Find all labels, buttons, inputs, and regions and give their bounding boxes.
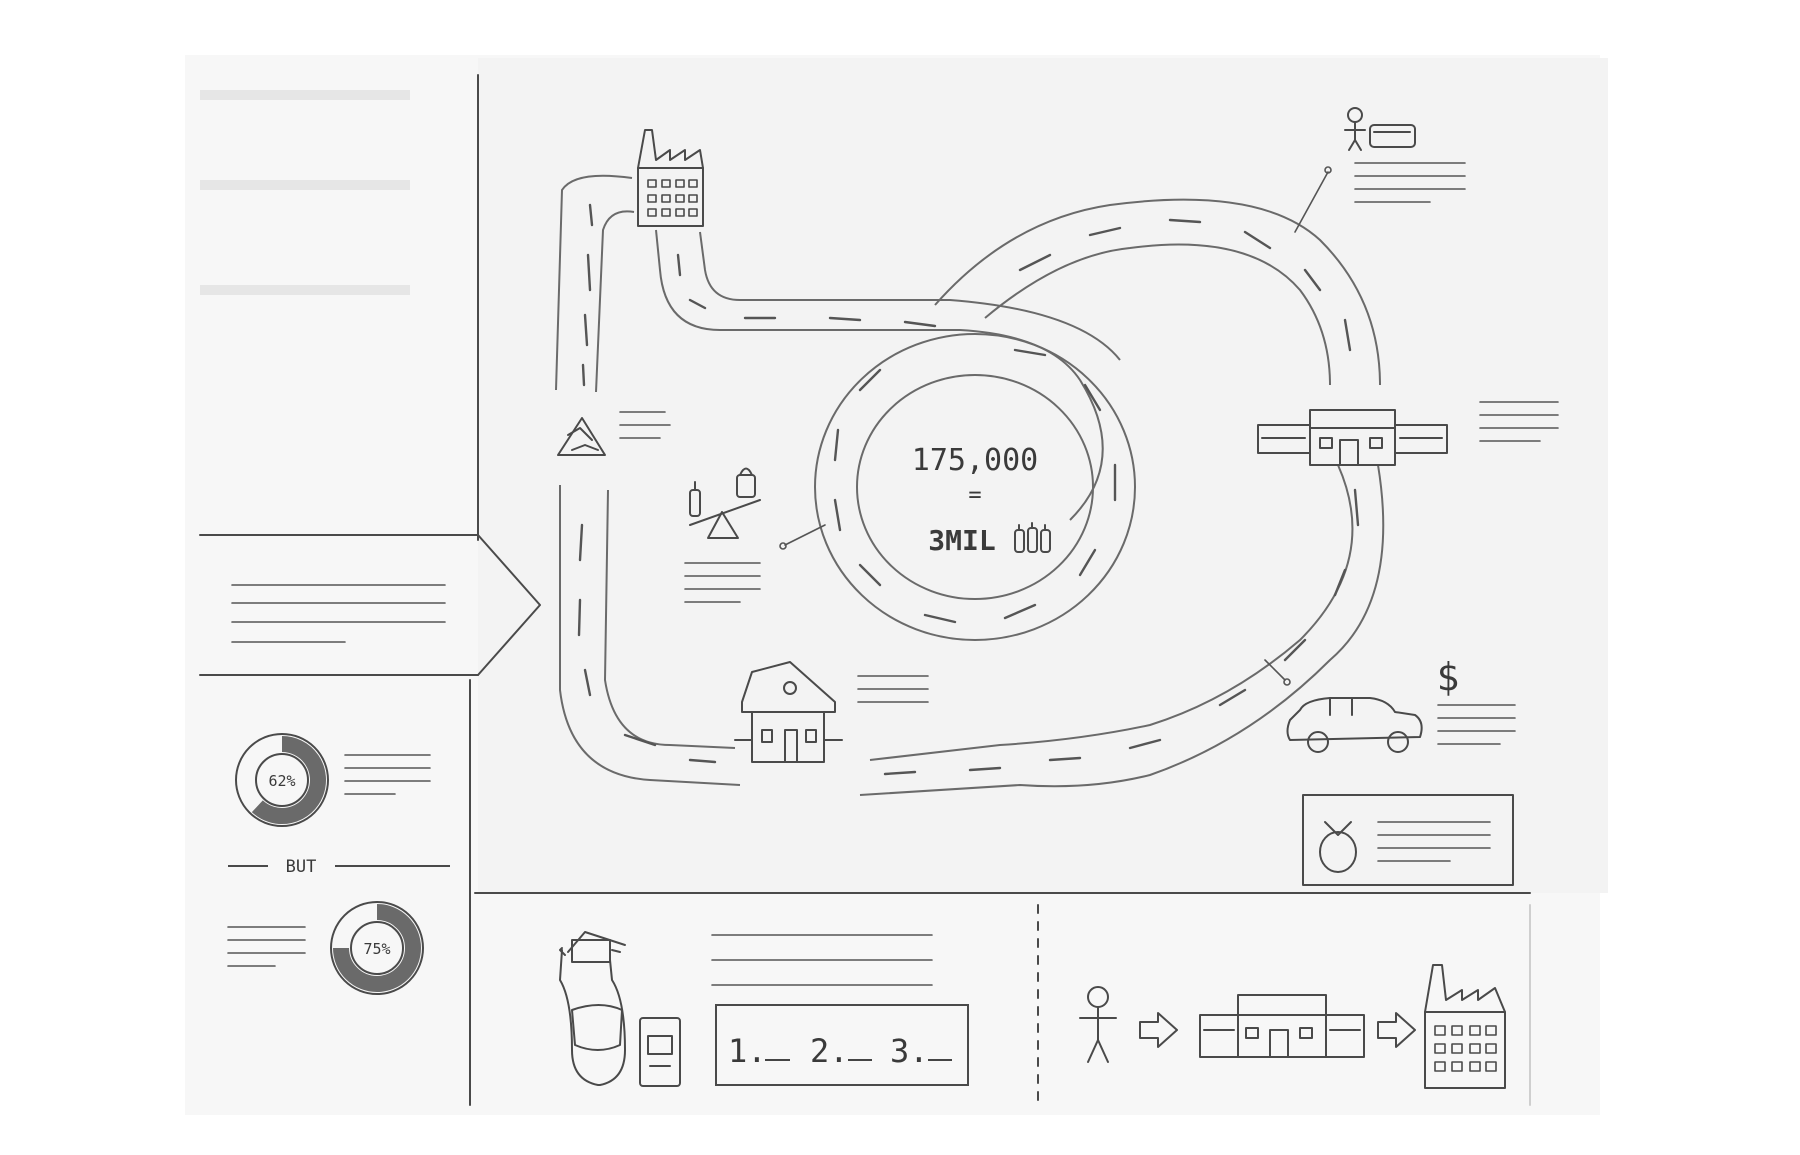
donut-bottom-label: 75% [363, 940, 390, 958]
money-bag-icon [1319, 821, 1357, 873]
scale-text-lines [684, 562, 761, 603]
recycle-icon [557, 417, 606, 456]
balance-scale-icon [689, 467, 761, 539]
donut-top-text-lines [344, 754, 431, 795]
recycle-text-lines [619, 411, 671, 439]
main-panel-bg [478, 58, 1608, 893]
house-text-lines [857, 675, 929, 703]
donut-bottom-text-lines [227, 926, 306, 967]
car-pointer [1264, 659, 1291, 686]
step-one-label: 1. [728, 1032, 767, 1070]
person-pointer [1294, 166, 1332, 233]
dollar-icon: $ [1437, 655, 1460, 699]
donut-top: 62% [235, 733, 329, 827]
store-icon [1257, 409, 1448, 466]
packet-icon [639, 1017, 681, 1087]
center-equals: = [968, 483, 981, 508]
house-icon [734, 661, 843, 763]
step-two-label: 2. [810, 1032, 849, 1070]
but-label: BUT [286, 857, 317, 877]
center-figure: 175,000 = 3MIL [912, 443, 1051, 557]
factory-icon [637, 129, 704, 227]
donut-bottom: 75% [330, 901, 424, 995]
car-text-lines [1437, 704, 1516, 745]
center-count: 175,000 [912, 443, 1038, 478]
store-text-lines [1479, 401, 1559, 442]
person-text-lines [1354, 162, 1466, 203]
arrow-right-icon-2 [1377, 1012, 1416, 1048]
person-with-box-icon [1344, 107, 1416, 151]
center-result: 3MIL [928, 524, 995, 557]
intro-text-lines [231, 584, 446, 643]
donut-bottom-filled-arc [333, 904, 421, 992]
money-bag-box [1302, 794, 1514, 886]
road-network [555, 174, 1385, 796]
scale-pointer [779, 524, 826, 550]
steps-text-lines [711, 934, 933, 986]
flow-factory-icon [1424, 964, 1506, 1089]
arrow-right-icon [1139, 1012, 1178, 1048]
faint-header-text [200, 90, 410, 295]
panel-frame [199, 74, 1531, 1106]
step-three-label: 3. [890, 1032, 929, 1070]
spray-bottle-icon [559, 931, 626, 1086]
donut-top-filled-arc [251, 736, 326, 824]
but-divider: BUT [228, 857, 450, 877]
bottles-icon [1014, 522, 1051, 553]
car-icon [1286, 697, 1423, 753]
person-icon [1079, 986, 1117, 1063]
donut-top-label: 62% [268, 772, 295, 790]
flow-store-icon [1199, 994, 1365, 1058]
steps-box: 1. 2. 3. [715, 1004, 969, 1086]
money-bag-text-lines [1377, 821, 1491, 862]
